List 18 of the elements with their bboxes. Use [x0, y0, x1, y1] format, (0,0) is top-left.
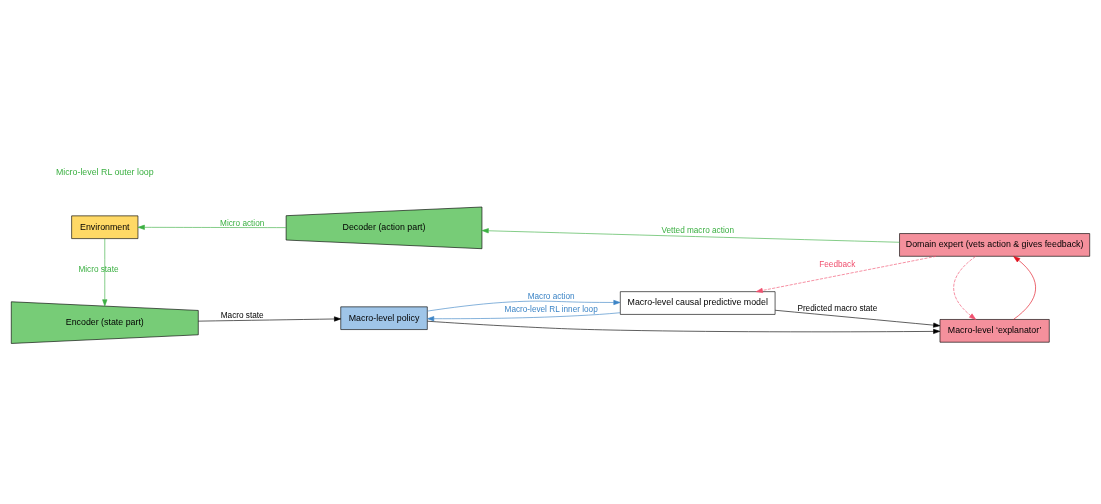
- node-box: Macro-level ‘explanator’: [939, 318, 1050, 343]
- arrow: [953, 255, 977, 320]
- node-box: Environment: [71, 215, 139, 239]
- arrow: [481, 227, 900, 243]
- arrow: [198, 315, 342, 321]
- arrow: [137, 224, 287, 230]
- arrow: [755, 255, 937, 293]
- node-box: Macro-level policy: [340, 306, 428, 330]
- node-box: Domain expert (vets action & gives feedback): [899, 232, 1090, 257]
- arrow: [102, 238, 108, 306]
- arrow: [427, 320, 941, 334]
- arrow: [774, 309, 941, 328]
- arrow: [427, 311, 621, 321]
- arrow: [427, 299, 621, 311]
- arrow: [1013, 255, 1036, 320]
- node-box: Decoder (action part): [285, 206, 483, 249]
- label: Micro-level RL outer loop: [55, 166, 154, 177]
- node-box: Macro-level causal predictive model: [620, 290, 776, 315]
